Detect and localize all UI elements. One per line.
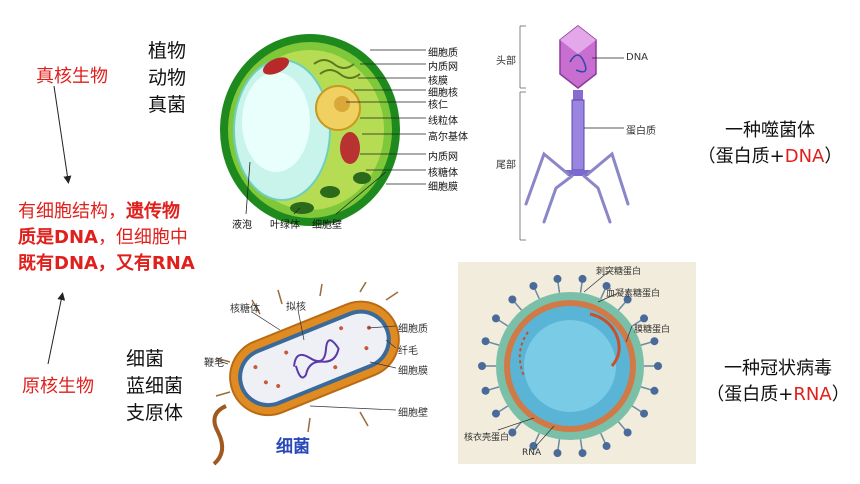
cell-label-chloroplast: 叶绿体 [270,220,300,231]
phage-caption: 一种噬菌体 （蛋白质+DNA） [686,118,854,170]
cell-label-nucleolus: 核仁 [428,100,448,111]
prokaryote-examples: 细菌 蓝细菌 支原体 [126,346,183,427]
plant-cell-illustration [220,34,426,226]
virus-label-nucleocapsid: 核衣壳蛋白 [464,433,510,443]
virus-spike-head [602,442,611,451]
coronavirus-caption-rna: RNA [793,384,832,405]
virus-spike-head [640,314,649,323]
phage-protein-label: 蛋白质 [626,126,656,137]
bacterium-diagram: 核糖体 拟核 细胞质 纤毛 细胞膜 细胞壁 鞭毛 细菌 [200,282,444,466]
conclusion-text: 有细胞结构，遗传物 质是DNA，但细胞中 既有DNA，又有RNA [18,199,248,277]
eukaryote-label: 真核生物 [36,66,108,87]
coronavirus-caption-open: （蛋白质+ [706,384,794,405]
example-mycoplasma: 支原体 [126,402,184,424]
plant-cell-diagram: 细胞质 内质网 核膜 细胞核 核仁 线粒体 高尔基体 内质网 核糖体 细胞膜 液… [210,22,480,240]
phage-caption-open: （蛋白质+ [697,146,785,167]
conclusion-line2-plain: ，但细胞中 [97,227,188,248]
phage-head-label: 头部 [496,56,516,67]
virus-label-rna: RNA [522,448,542,458]
virus-spike-head [553,274,562,283]
cell-label-nuclear-membrane: 核膜 [428,76,448,87]
coronavirus-caption-line1: 一种冠状病毒 [724,358,832,379]
virus-label-membrane: 膜糖蛋白 [634,325,671,335]
virus-spike-head [602,281,611,290]
phage-tail-label: 尾部 [496,160,516,171]
conclusion-line2-bold: 质是DNA [18,227,98,248]
cell-label-cell-membrane: 细胞膜 [428,182,458,193]
virus-label-spike: 刺突糖蛋白 [596,267,642,277]
bacterium-label-ribosome: 核糖体 [230,304,260,315]
cell-label-vacuole: 液泡 [232,220,252,231]
bacterium-label-wall: 细胞壁 [398,408,428,419]
arrow-down [53,85,72,184]
example-bacteria: 细菌 [126,348,165,370]
conclusion-line1-bold: 遗传物 [126,201,180,222]
virus-spike-head [481,337,490,346]
example-cyanobacteria: 蓝细菌 [126,375,184,397]
bacterium-label-flagellum: 鞭毛 [204,358,224,369]
virus-spike-head [478,362,486,370]
bacterium-title: 细菌 [276,437,310,457]
virus-spike-head [623,295,632,304]
bacterium-label-membrane: 细胞膜 [398,366,428,377]
phage-caption-close: ） [824,146,843,167]
phage-dna-label: DNA [626,52,649,63]
conclusion-line1-plain: 有细胞结构， [18,201,126,222]
bacterium-label-nucleoid: 拟核 [286,302,306,313]
virus-spike-head [508,295,517,304]
phage-caption-line1: 一种噬菌体 [725,120,815,141]
example-animal: 动物 [148,67,187,89]
cell-label-nucleus: 细胞核 [428,88,458,99]
cell-label-cell-wall: 细胞壁 [312,220,342,231]
cell-label-mitochondrion: 线粒体 [428,116,458,127]
virus-spike-head [529,281,538,290]
virus-spike-head [654,362,662,370]
prokaryote-label: 原核生物 [22,376,94,397]
bacterium-label-pilus: 纤毛 [398,346,418,357]
coronavirus-caption-close: ） [831,384,850,405]
bacterium-label-cytoplasm: 细胞质 [398,324,428,335]
virus-spike-head [650,386,659,395]
coronavirus-diagram: 刺突糖蛋白 血凝素糖蛋白 膜糖蛋白 核衣壳蛋白 RNA [458,262,696,464]
virus-spike-head [640,409,649,418]
virus-spike-head [578,274,587,283]
virus-spike-head [623,428,632,437]
virus-spike-head [650,337,659,346]
phage-caption-dna: DNA [784,146,825,167]
coronavirus-illustration [478,271,662,458]
phage-illustration [519,25,630,241]
cell-label-er: 内质网 [428,62,458,73]
cell-label-cytoplasm: 细胞质 [428,48,458,59]
virus-spike-head [529,442,538,451]
example-plant: 植物 [148,40,187,62]
conclusion-line3: 既有DNA，又有RNA [18,253,195,274]
virus-spike-head [491,314,500,323]
coronavirus-caption: 一种冠状病毒 （蛋白质+RNA） [702,356,854,408]
cell-label-er-2: 内质网 [428,152,458,163]
virus-spike-head [481,386,490,395]
cell-label-golgi: 高尔基体 [428,132,468,143]
phage-diagram: 头部 尾部 DNA 蛋白质 [492,16,674,244]
arrow-up [47,292,66,365]
virus-spike-head [491,409,500,418]
cell-label-ribosome: 核糖体 [428,168,458,179]
eukaryote-examples: 植物 动物 真菌 [148,38,186,119]
example-fungus: 真菌 [148,94,187,116]
virus-spike-head [578,449,587,458]
virus-spike-head [553,449,562,458]
virus-label-he: 血凝素糖蛋白 [606,289,661,299]
bacterium-illustration [212,282,400,466]
virus-spike-head [508,428,517,437]
arrows [47,85,72,365]
